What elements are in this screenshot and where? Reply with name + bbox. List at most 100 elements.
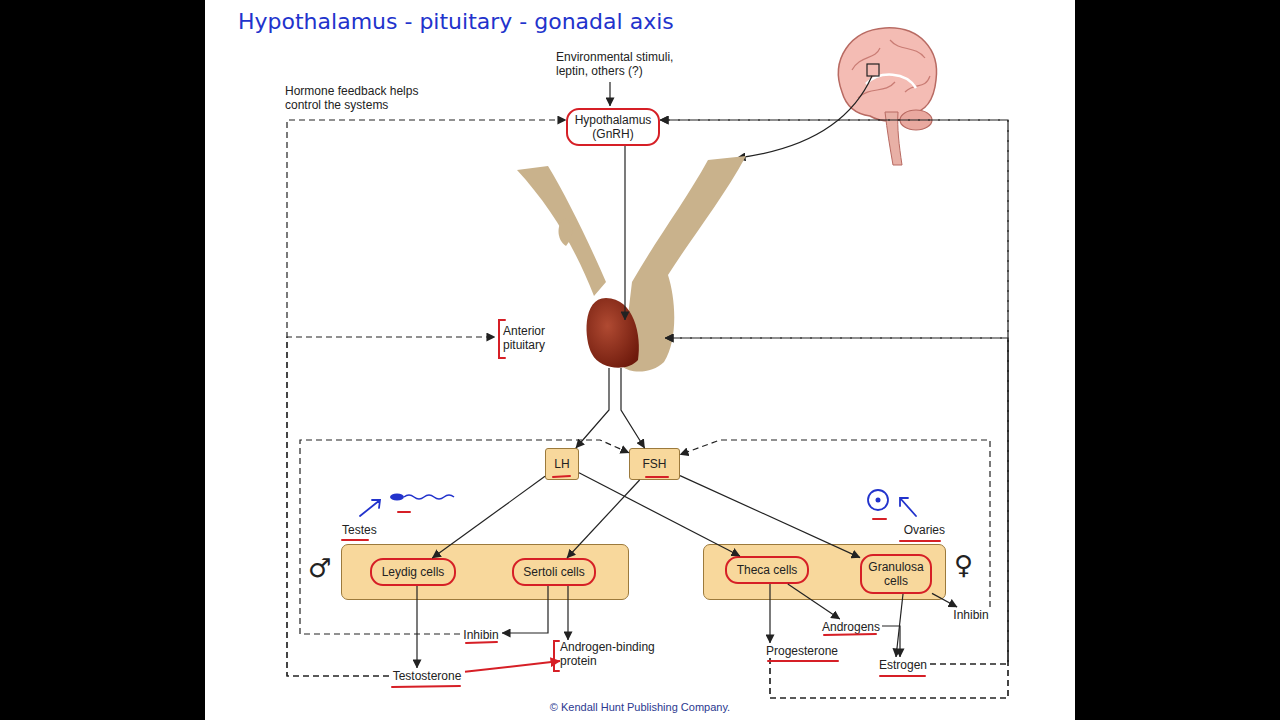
- connector-arrow: [882, 626, 900, 657]
- node-text: Testosterone: [393, 669, 462, 683]
- egg-cell: [868, 490, 888, 510]
- node-text: Leydig cells: [382, 565, 445, 579]
- zoom-arrow: [737, 76, 872, 158]
- connector-arrow: [567, 480, 640, 558]
- anterior-lobe: [587, 298, 639, 368]
- gonad-box: OvariesTheca cellsGranulosa cells: [703, 544, 946, 600]
- underline: [342, 539, 368, 541]
- cell-box: Theca cells: [725, 556, 809, 584]
- connector-arrow: [579, 473, 740, 556]
- hormone-label: Testosterone: [389, 668, 465, 684]
- node-text: Anterior pituitary: [503, 324, 565, 352]
- feedback-arrow: [665, 338, 1008, 664]
- node-text: Theca cells: [737, 563, 798, 577]
- underline: [392, 686, 460, 687]
- brain-cerebellum: [900, 110, 932, 130]
- node-text: Inhibin: [953, 608, 988, 622]
- heading-text: Ovaries: [904, 523, 945, 537]
- feedback-arrow: [680, 440, 990, 607]
- feedback-arrow: [287, 337, 495, 676]
- brain-cerebrum: [839, 28, 937, 121]
- feedback-arrow: [660, 120, 1008, 664]
- node-text: Inhibin: [463, 628, 498, 642]
- connector-arrow: [896, 594, 903, 657]
- posterior-lobe: [622, 156, 746, 372]
- underline: [873, 518, 886, 520]
- feedback-arrow: [665, 338, 1008, 698]
- brain-illustration: [737, 28, 937, 165]
- bracket: [554, 641, 559, 671]
- hormone-label: Estrogen: [876, 657, 930, 672]
- blue-arrow: [360, 500, 380, 516]
- stimulus-arrow: [609, 82, 610, 106]
- underline: [553, 476, 570, 477]
- connector-arrow: [502, 586, 548, 633]
- hormone-box: LH: [545, 448, 579, 480]
- underline: [824, 634, 876, 635]
- connector-arrow: [621, 368, 645, 448]
- underline: [466, 642, 497, 643]
- connector-arrow: [576, 368, 609, 448]
- note-label: ♂: [308, 553, 338, 583]
- cell-box: Granulosa cells: [860, 554, 932, 594]
- cell-box: Leydig cells: [370, 558, 456, 586]
- egg-sketch: [868, 490, 916, 516]
- pituitary-illustration: [517, 156, 746, 372]
- node-text: Sertoli cells: [523, 565, 584, 579]
- connector-arrow: [567, 586, 568, 640]
- tissue-knob: [559, 218, 573, 246]
- zoom-box: [867, 64, 879, 76]
- hormone-label: Androgens: [820, 619, 882, 634]
- hormone-label: Progesterone: [762, 643, 842, 658]
- cell-box: Sertoli cells: [512, 558, 596, 586]
- sperm-head: [390, 494, 404, 501]
- node-text: FSH: [643, 457, 667, 471]
- brain-fold: [852, 48, 880, 70]
- brain-stem: [885, 112, 902, 165]
- brain-corpus: [866, 75, 916, 88]
- sperm-sketch: [360, 494, 454, 517]
- brain-fold: [858, 82, 895, 98]
- brain-fold: [905, 76, 930, 92]
- egg-nucleus: [876, 498, 881, 503]
- node-text: Progesterone: [766, 644, 838, 658]
- note-label: ♀: [954, 550, 984, 580]
- connector-arrow: [769, 584, 770, 643]
- node-text: Hypothalamus (GnRH): [568, 113, 658, 141]
- connector-arrow: [624, 146, 625, 320]
- node-text: Androgen-binding protein: [560, 640, 668, 668]
- node-text: LH: [554, 457, 569, 471]
- underline: [880, 675, 925, 677]
- connector-arrow: [432, 476, 545, 558]
- underline: [900, 540, 940, 542]
- brain-fold: [890, 40, 925, 58]
- heading-text: Testes: [342, 523, 377, 537]
- node-text: Androgens: [822, 620, 880, 634]
- underline: [646, 476, 668, 478]
- connector-arrow: [680, 476, 860, 558]
- node-text: Estrogen: [879, 658, 927, 672]
- note-label: © Kendall Hunt Publishing Company.: [500, 700, 780, 715]
- feedback-arrow: [287, 120, 566, 676]
- feedback-arrow: [660, 120, 1008, 698]
- node-text: Granulosa cells: [862, 560, 930, 588]
- note-label: Environmental stimuli, leptin, others (?…: [556, 50, 684, 78]
- connector-arrow: [788, 584, 840, 619]
- connector-arrow: [932, 593, 957, 607]
- bracket: [499, 320, 505, 358]
- diagram-title: Hypothalamus - pituitary - gonadal axis: [238, 8, 674, 36]
- connector-arrow: [416, 586, 417, 668]
- hormone-box: FSH: [629, 448, 680, 480]
- sperm-tail: [404, 495, 454, 499]
- underline: [768, 660, 838, 662]
- blue-arrow: [900, 498, 916, 516]
- hormone-label: Inhibin: [460, 627, 502, 642]
- note-label: Hormone feedback helps control the syste…: [285, 84, 435, 112]
- hypothalamus-tissue: [517, 166, 606, 296]
- underline: [398, 511, 410, 513]
- feedback-arrow: [300, 440, 629, 634]
- gonad-box: TestesLeydig cellsSertoli cells: [341, 544, 629, 600]
